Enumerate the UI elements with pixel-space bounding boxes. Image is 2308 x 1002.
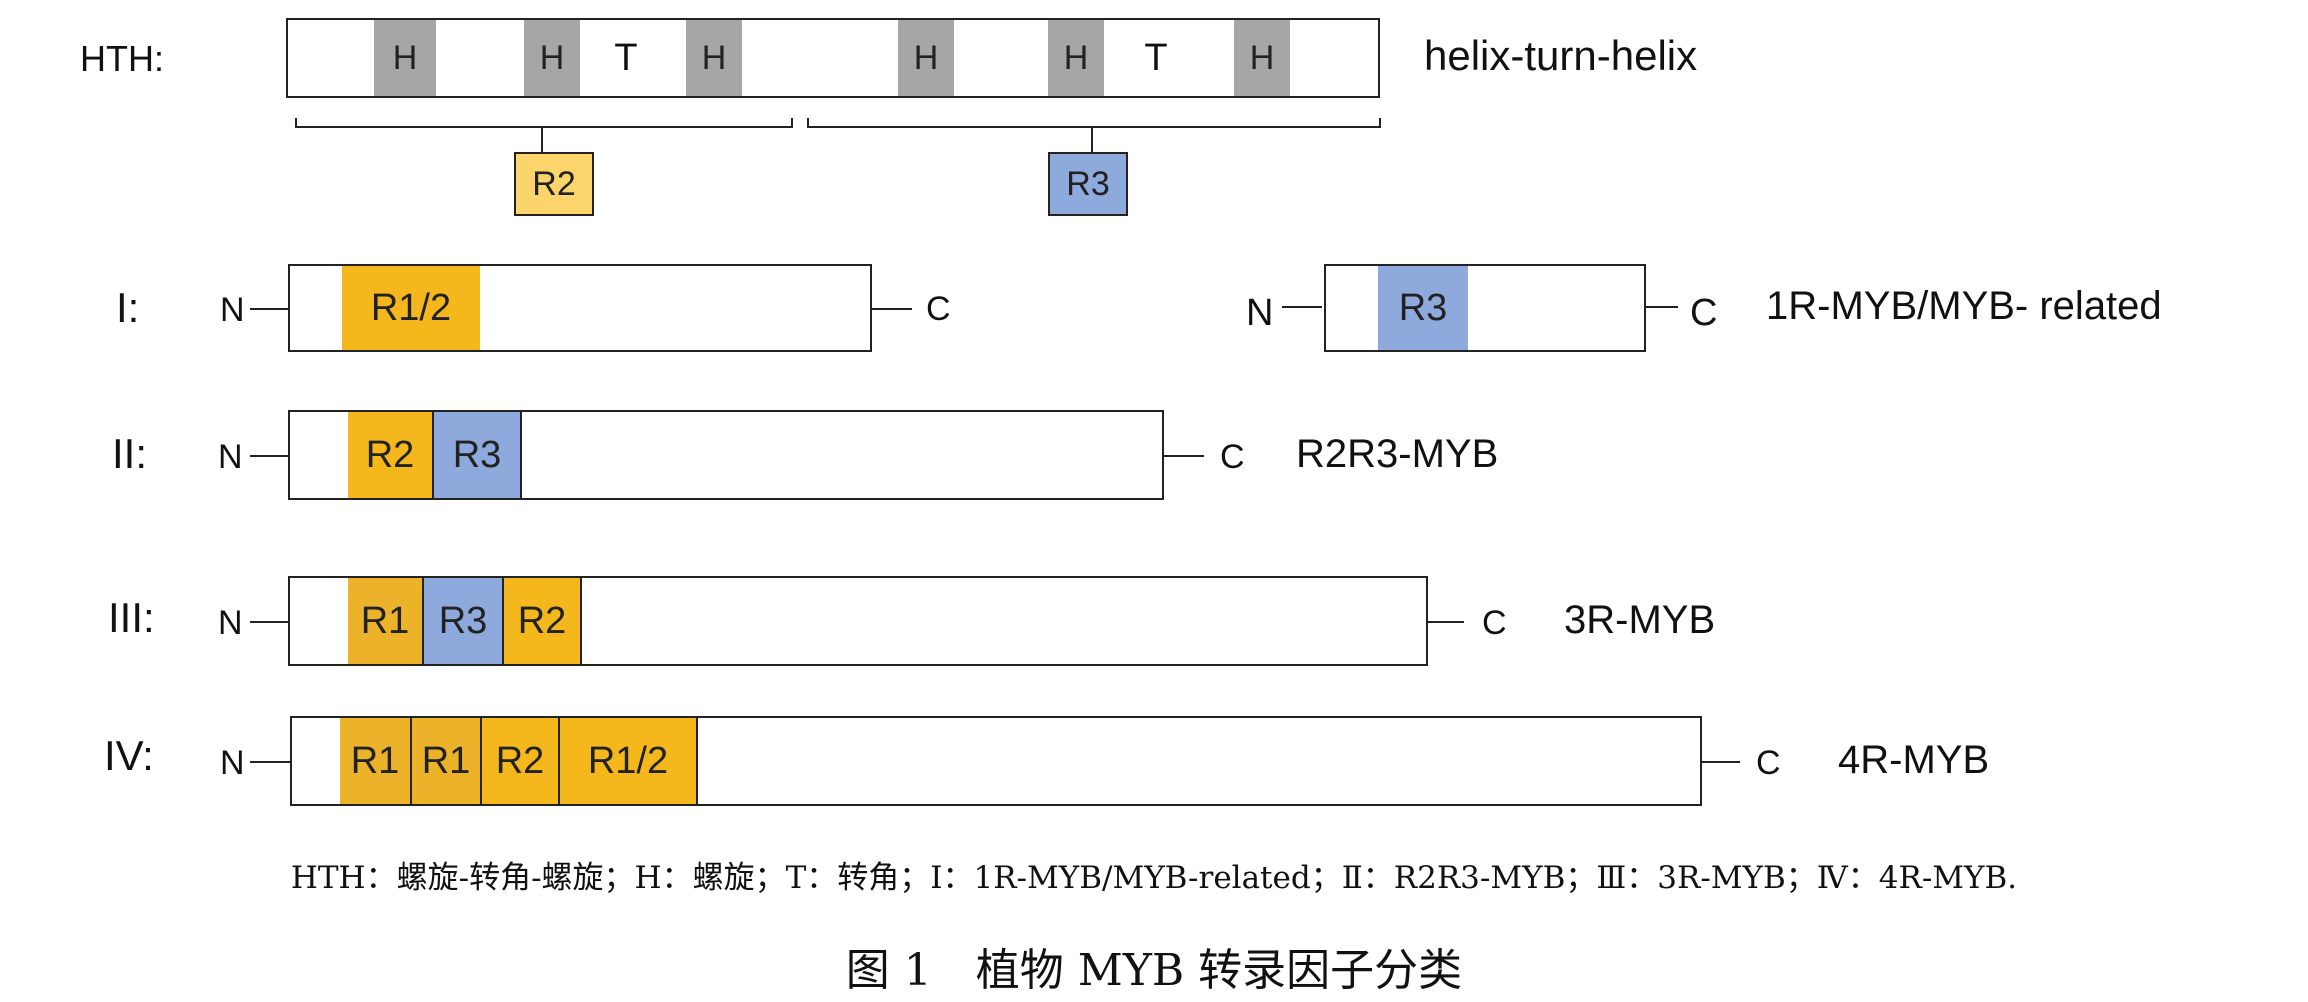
domain-r3: R3: [1378, 266, 1468, 350]
hth-bracket-r2: R2: [514, 152, 594, 216]
protein-bar: R1 R3 R2: [288, 576, 1428, 666]
hth-segment-helix: H: [686, 20, 742, 96]
domain-r1: R1: [410, 718, 480, 804]
hth-description: helix-turn-helix: [1424, 32, 1698, 79]
hth-segment-helix: H: [1048, 20, 1104, 96]
hth-segment-helix: H: [898, 20, 954, 96]
n-terminus: N: [1246, 292, 1274, 334]
n-terminus: N: [220, 744, 245, 782]
domain-r1: R1: [340, 718, 410, 804]
figure-note: HTH：螺旋-转角-螺旋；H：螺旋；T：转角；Ⅰ：1R-MYB/MYB-rela…: [290, 860, 2018, 896]
hth-bar: H H T H H H T H: [286, 18, 1380, 98]
class-name: 4R-MYB: [1838, 738, 1990, 782]
domain-r2: R2: [348, 412, 432, 498]
c-terminus-line: [1646, 306, 1678, 308]
hth-bracket-r3: R3: [1048, 152, 1128, 216]
domain-r3: R3: [432, 412, 522, 498]
class-name: R2R3-MYB: [1296, 432, 1499, 476]
domain-r1-2: R1/2: [342, 266, 480, 350]
protein-bar: R1 R1 R2 R1/2: [290, 716, 1702, 806]
hth-segment-turn: T: [1144, 36, 1168, 79]
n-terminus-line: [250, 621, 290, 623]
figure-title: 图 1 植物 MYB 转录因子分类: [845, 945, 1463, 996]
domain-r3: R3: [422, 578, 504, 664]
c-terminus-line: [872, 308, 912, 310]
protein-bar: R3: [1324, 264, 1646, 352]
row-numeral: IV:: [104, 732, 154, 779]
row-numeral: III:: [108, 594, 155, 641]
hth-segment-turn: T: [614, 36, 638, 79]
domain-r1: R1: [348, 578, 422, 664]
c-terminus-line: [1702, 761, 1740, 763]
n-terminus-line: [250, 308, 290, 310]
c-terminus-line: [1428, 621, 1464, 623]
c-terminus: C: [1220, 438, 1245, 476]
c-terminus: C: [926, 290, 951, 328]
hth-segment-helix: H: [1234, 20, 1290, 96]
hth-segment-helix: H: [374, 20, 436, 96]
c-terminus: C: [1690, 292, 1718, 334]
c-terminus-line: [1164, 455, 1204, 457]
n-terminus-line: [1282, 306, 1322, 308]
n-terminus: N: [218, 438, 243, 476]
domain-r1-2: R1/2: [558, 718, 698, 804]
n-terminus-line: [250, 761, 290, 763]
c-terminus: C: [1482, 604, 1507, 642]
row-numeral: II:: [112, 430, 148, 477]
domain-r2: R2: [504, 578, 582, 664]
protein-bar: R1/2: [288, 264, 872, 352]
n-terminus: N: [220, 291, 245, 329]
n-terminus: N: [218, 604, 243, 642]
c-terminus: C: [1756, 744, 1781, 782]
n-terminus-line: [250, 455, 290, 457]
class-name: 3R-MYB: [1564, 598, 1716, 642]
domain-r2: R2: [480, 718, 558, 804]
protein-bar: R2 R3: [288, 410, 1164, 500]
hth-segment-helix: H: [524, 20, 580, 96]
row-numeral: I:: [116, 284, 140, 331]
hth-label: HTH:: [80, 38, 164, 79]
class-name: 1R-MYB/MYB- related: [1766, 284, 2162, 328]
